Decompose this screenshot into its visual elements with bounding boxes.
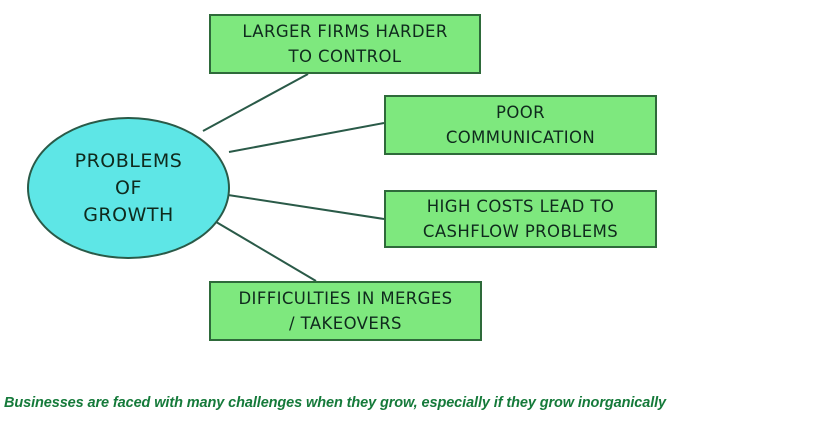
branch-line: CASHFLOW PROBLEMS bbox=[422, 222, 619, 241]
branch-line: DIFFICULTIES IN MERGES bbox=[238, 289, 453, 308]
branch-line: HIGH COSTS LEAD TO bbox=[426, 197, 615, 216]
branch-high-costs-cashflow: HIGH COSTS LEAD TO CASHFLOW PROBLEMS bbox=[384, 190, 657, 248]
connector-poor-communication bbox=[228, 122, 385, 153]
connector-high-costs bbox=[227, 194, 385, 220]
branch-line: TO CONTROL bbox=[288, 47, 402, 66]
diagram-caption: Businesses are faced with many challenge… bbox=[4, 395, 667, 411]
branch-line: COMMUNICATION bbox=[445, 128, 596, 147]
branch-line: / TAKEOVERS bbox=[289, 314, 402, 333]
branch-difficulties-in-merges: DIFFICULTIES IN MERGES / TAKEOVERS bbox=[209, 281, 482, 341]
branch-line: LARGER FIRMS HARDER bbox=[242, 22, 448, 41]
central-node-line: GROWTH bbox=[83, 203, 174, 226]
branch-larger-firms-harder-to-control: LARGER FIRMS HARDER TO CONTROL bbox=[209, 14, 481, 74]
central-node-line: PROBLEMS bbox=[74, 149, 183, 172]
connector-difficulties bbox=[205, 215, 317, 282]
central-node-line: OF bbox=[115, 176, 142, 199]
connector-larger-firms bbox=[202, 73, 309, 132]
branch-line: POOR bbox=[496, 103, 545, 122]
central-node-problems-of-growth: PROBLEMS OF GROWTH bbox=[27, 117, 230, 259]
branch-poor-communication: POOR COMMUNICATION bbox=[384, 95, 657, 155]
